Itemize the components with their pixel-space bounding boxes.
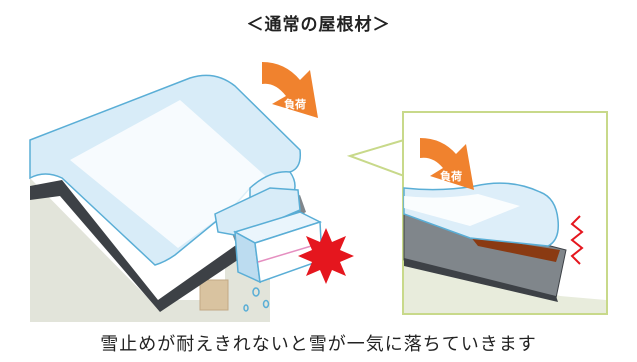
detail-stress-zigzag-icon xyxy=(570,215,584,265)
falling-snow-cube-accent xyxy=(257,243,319,263)
snow-drop xyxy=(243,304,249,312)
detail-roof-edge xyxy=(404,258,558,302)
callout-pointer xyxy=(346,138,405,178)
falling-snow-block xyxy=(214,187,301,237)
load-arrow-main-icon xyxy=(262,62,318,118)
detail-snow-highlight xyxy=(404,194,520,226)
load-arrow-detail-icon xyxy=(420,138,474,190)
diagram-caption: 雪止めが耐えきれないと雪が一気に落ちていきます xyxy=(100,334,537,355)
detail-under-layer xyxy=(470,236,560,262)
snow-drop xyxy=(252,287,260,297)
house-wall xyxy=(30,178,270,322)
diagram-title: ＜通常の屋根材＞ xyxy=(246,15,391,35)
house-window xyxy=(199,279,229,311)
load-label-detail: 負荷 xyxy=(440,169,462,183)
impact-burst-icon xyxy=(298,228,354,284)
snow-drop xyxy=(262,299,270,309)
load-label-main: 負荷 xyxy=(284,97,306,111)
